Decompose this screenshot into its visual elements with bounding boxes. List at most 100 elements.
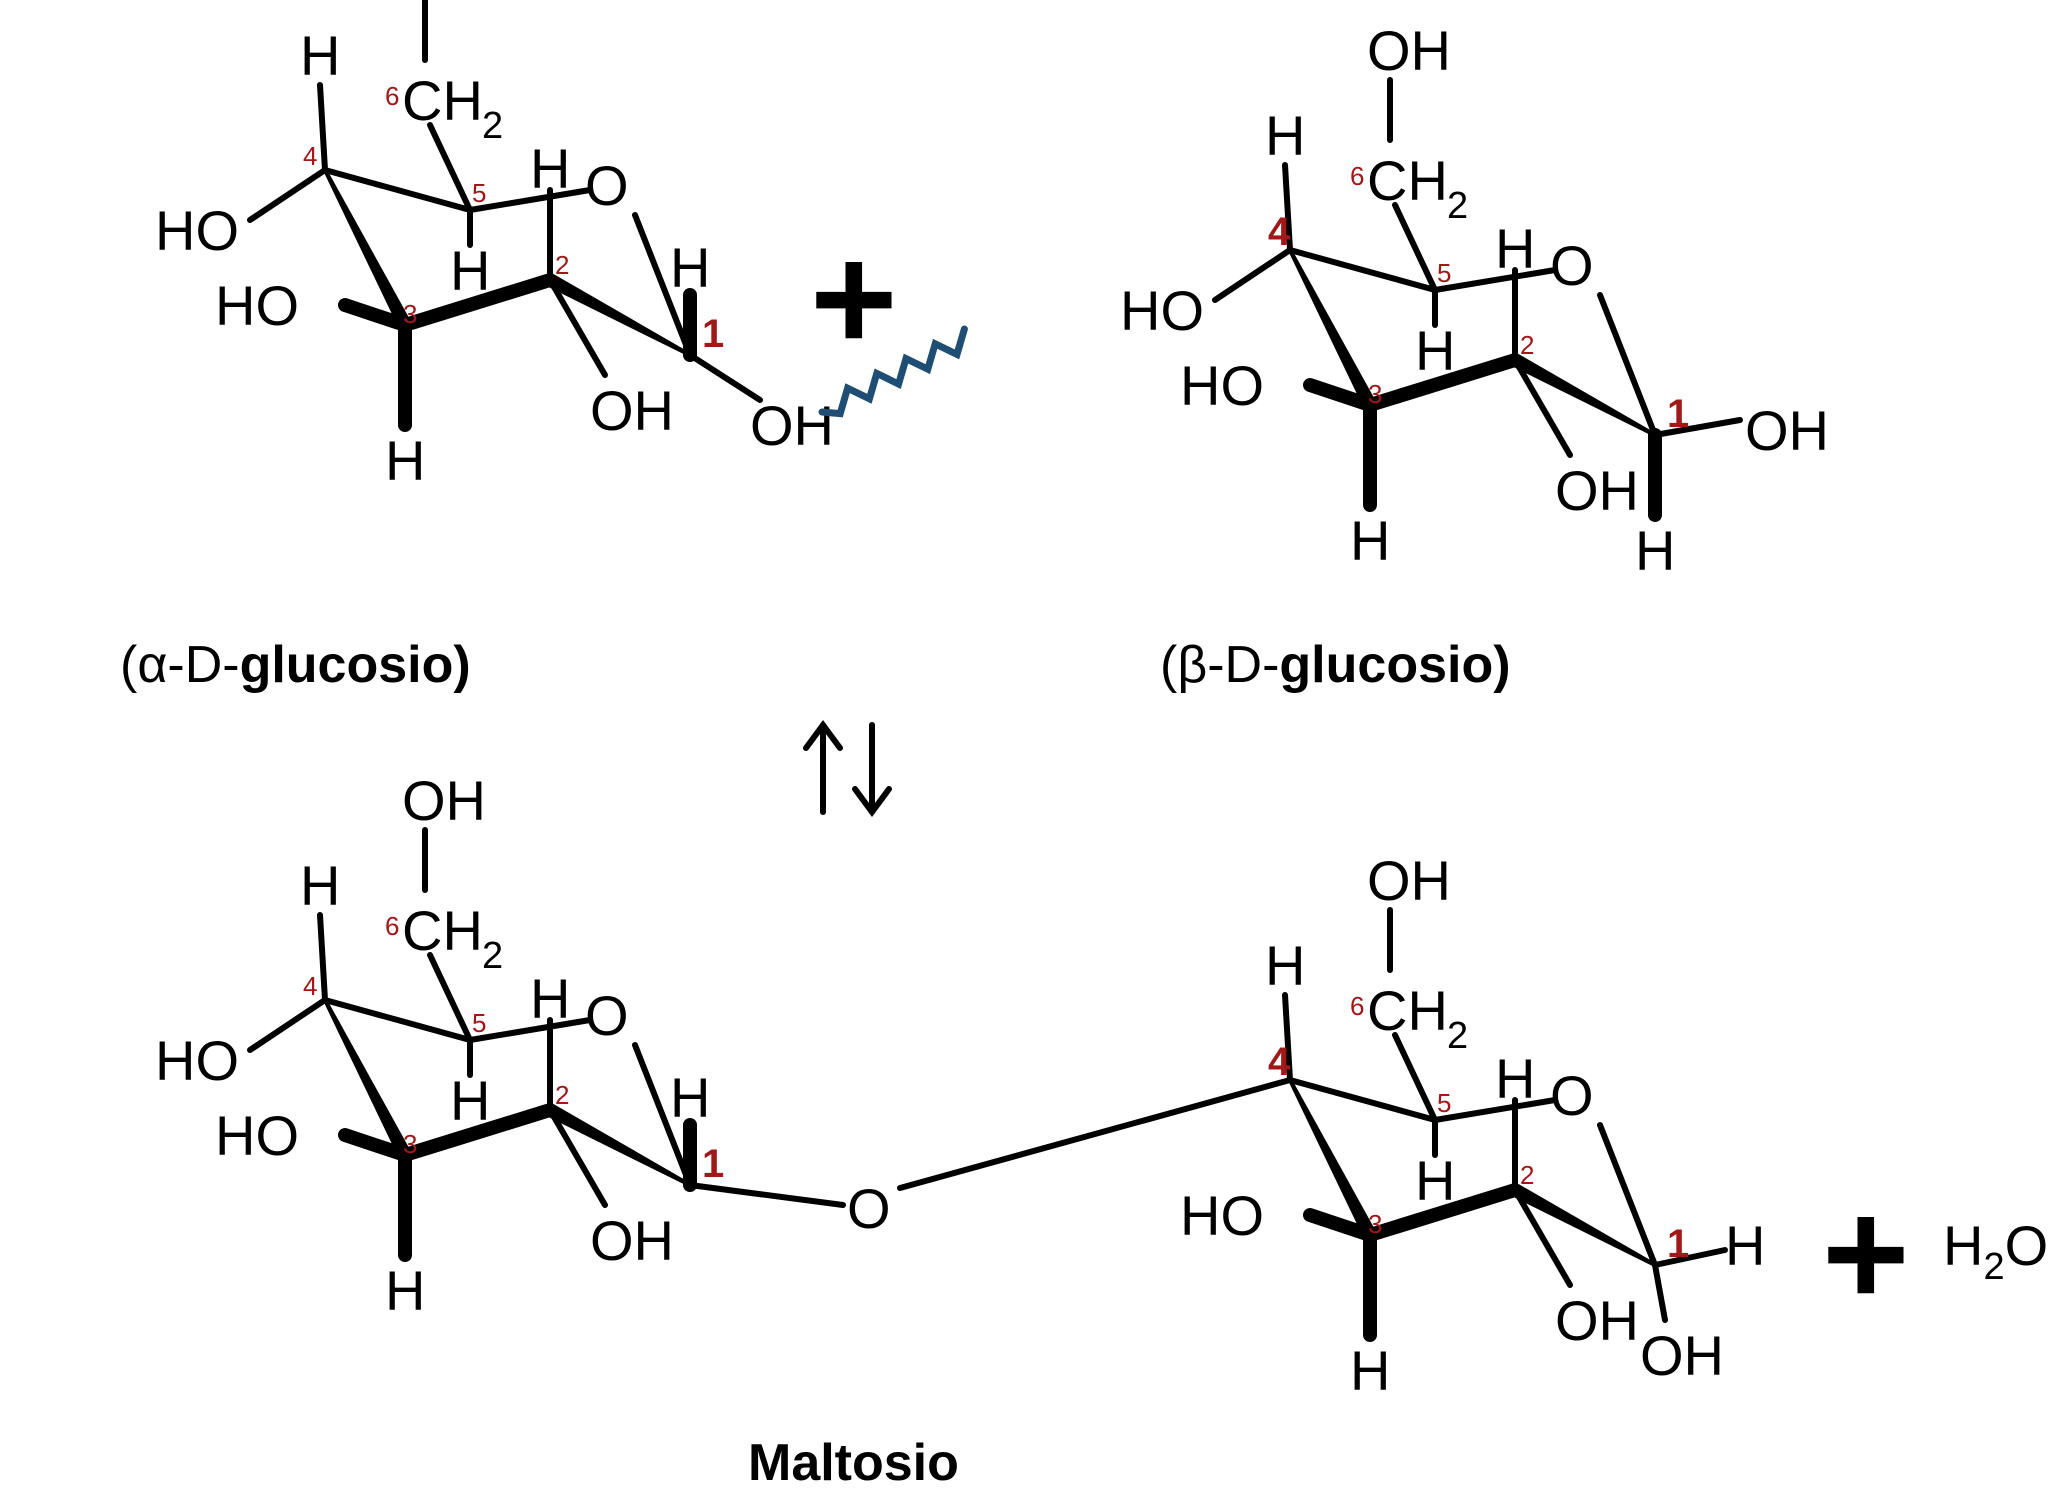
- atom-oh-c6: OH: [402, 769, 486, 832]
- bond-c3-c2: [1367, 1183, 1518, 1242]
- atom-h-c3: H: [385, 1259, 425, 1322]
- bond-c4-c5: [1287, 247, 1438, 293]
- carbon-number-6: 6: [385, 911, 399, 941]
- atom-ho-c3: HO: [215, 1104, 299, 1167]
- carbon-number-2: 2: [1520, 330, 1534, 360]
- bond-c3-oh: [338, 1128, 412, 1162]
- water-o: O: [2005, 1214, 2048, 1277]
- atom-ch2: CH: [402, 69, 483, 132]
- bond-c5-c6: [427, 952, 473, 1043]
- bond-o-c1: [1597, 1122, 1658, 1268]
- bond-c2-oh: [1512, 1187, 1573, 1288]
- carbon-number-4: 4: [303, 141, 317, 171]
- glycosidic-oxygen: O: [847, 1177, 891, 1240]
- atom-ch2: CH: [1367, 149, 1448, 212]
- water-h: H: [1943, 1214, 1983, 1277]
- caption-part: (α-D-: [120, 636, 240, 694]
- atom-h-c3: H: [1350, 509, 1390, 572]
- hydrogen-bond-zigzag: [818, 325, 968, 418]
- bond-c5-o: [1432, 1097, 1558, 1123]
- bond-o-c1: [632, 212, 693, 358]
- bond-c5-c6: [1392, 1032, 1438, 1123]
- bond-c5-c6: [1392, 202, 1438, 293]
- bond-c4-oh: [247, 997, 328, 1053]
- bond-c2-c1: [546, 1103, 691, 1187]
- carbon-number-6: 6: [1350, 161, 1364, 191]
- atom-oh-c1: OH: [750, 394, 834, 457]
- bond-o-c1: [1597, 292, 1658, 438]
- caption-beta-glucose: (β-D-glucosio): [1160, 636, 1511, 694]
- atom-h-c2: H: [530, 967, 570, 1030]
- bond-c4-h: [317, 912, 328, 1003]
- carbon-number-2: 2: [555, 250, 569, 280]
- atom-ho-c3: HO: [215, 274, 299, 337]
- bond-c3-oh: [1303, 1208, 1377, 1242]
- atom-h-c4: H: [1265, 934, 1305, 997]
- bond-c4-c3: [1288, 1079, 1377, 1239]
- water-subscript: 2: [1983, 1246, 2004, 1288]
- carbon-number-5: 5: [1437, 1088, 1451, 1118]
- ring-oxygen: O: [585, 984, 629, 1047]
- atom-h-c2: H: [1495, 217, 1535, 280]
- carbon-number-1: 1: [702, 1142, 724, 1186]
- atom-ho-c3: HO: [1180, 354, 1264, 417]
- bond-glycosidic-right: [897, 1077, 1293, 1191]
- atom-oh-c2: OH: [590, 1209, 674, 1272]
- bond-c1-h: [1652, 1247, 1728, 1268]
- bond-glycosidic-left: [687, 1182, 846, 1208]
- atom-ch2: CH: [402, 899, 483, 962]
- atom-oh-c2: OH: [1555, 1289, 1639, 1352]
- ring-oxygen: O: [1550, 234, 1594, 297]
- caption-part: glucosio: [1279, 636, 1493, 694]
- bond-o-c1: [632, 1042, 693, 1188]
- carbon-number-1: 1: [1667, 392, 1689, 436]
- carbon-number-3: 3: [403, 1129, 417, 1159]
- caption-maltose: Maltosio: [748, 1434, 959, 1491]
- atom-h-c3: H: [385, 429, 425, 492]
- atom-h-c5: H: [450, 1069, 490, 1132]
- caption-alpha-glucose: (α-D-glucosio): [120, 636, 471, 694]
- bond-c4-c5: [1287, 1077, 1438, 1123]
- bond-c4-c5: [322, 997, 473, 1043]
- atom-ho-c4: HO: [155, 1029, 239, 1092]
- ring-oxygen: O: [1550, 1064, 1594, 1127]
- atom-ch2-subscript: 2: [482, 935, 503, 977]
- carbon-number-5: 5: [472, 1008, 486, 1038]
- bond-c4-c3: [323, 169, 412, 329]
- plus-sign-products: +: [1822, 1169, 1910, 1337]
- carbon-number-3: 3: [1368, 1209, 1382, 1239]
- atom-ho-c3: HO: [1180, 1184, 1264, 1247]
- bond-c2-oh: [1512, 357, 1573, 458]
- bond-c2-oh: [547, 1107, 608, 1208]
- atom-h-c5: H: [1415, 319, 1455, 382]
- carbon-number-4: 4: [1268, 210, 1291, 254]
- atom-h-c2: H: [530, 137, 570, 200]
- carbon-number-4: 4: [303, 971, 317, 1001]
- atom-oh-c6: OH: [402, 0, 486, 2]
- atom-h-c4: H: [300, 854, 340, 917]
- atom-ho-c4: HO: [1120, 279, 1204, 342]
- bond-c5-o: [467, 187, 593, 213]
- atom-ch2-subscript: 2: [1447, 1015, 1468, 1057]
- bond-c1-oh: [1652, 417, 1743, 438]
- carbon-number-6: 6: [1350, 991, 1364, 1021]
- atom-oh-c2: OH: [1555, 459, 1639, 522]
- bond-c4-c5: [322, 167, 473, 213]
- caption-part: (β-D-: [1160, 636, 1279, 694]
- bond-c4-c3: [1288, 249, 1377, 409]
- bond-c2-oh: [547, 277, 608, 378]
- atom-h-c3: H: [1350, 1339, 1390, 1402]
- equilibrium-arrows: [803, 719, 892, 818]
- atom-oh-c6: OH: [1367, 849, 1451, 912]
- atom-h-c2: H: [1495, 1047, 1535, 1110]
- bond-c5-o: [1432, 267, 1558, 293]
- bond-c2-c1: [546, 273, 691, 357]
- bond-c4-h: [1282, 992, 1293, 1083]
- carbon-number-1: 1: [702, 312, 724, 356]
